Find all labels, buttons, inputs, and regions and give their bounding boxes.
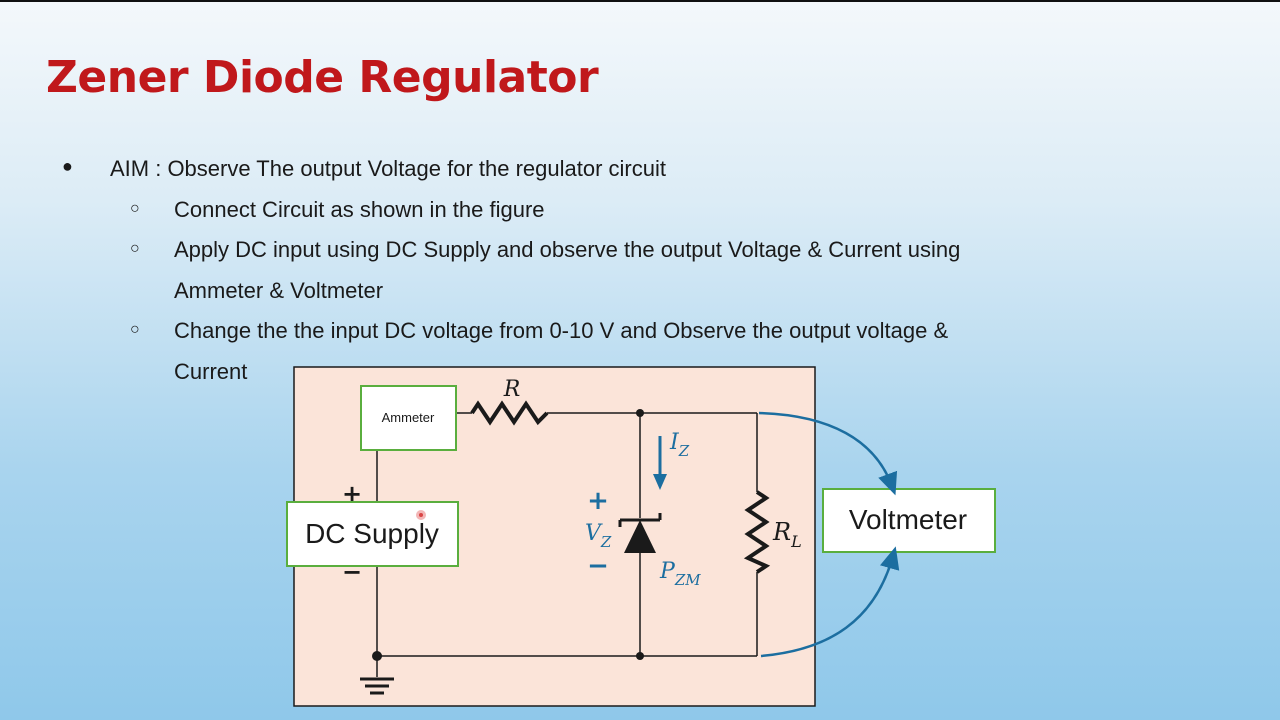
step-change-text: Change the the input DC voltage from 0-1… — [174, 318, 949, 343]
load-resistor-rl — [743, 490, 771, 574]
voltmeter-lead-bottom — [760, 546, 900, 658]
voltmeter-box — [822, 488, 996, 553]
load-resistor-label: RL — [772, 518, 802, 551]
ground-icon — [360, 677, 394, 695]
resistor-r-label: R — [503, 377, 521, 402]
step-apply-text: Apply DC input using DC Supply and obser… — [174, 237, 961, 262]
slide-title: Zener Diode Regulator — [46, 52, 599, 103]
step-connect-text: Connect Circuit as shown in the figure — [174, 197, 545, 222]
bullet-sub-icon: ○ — [130, 240, 140, 257]
current-iz-label: IZ — [669, 430, 690, 460]
junction-dot — [636, 409, 644, 417]
junction-dot — [372, 651, 382, 661]
voltmeter-label: Voltmeter — [849, 504, 967, 535]
current-arrowhead-icon — [653, 474, 667, 490]
ammeter-label: Ammeter — [382, 410, 435, 425]
dc-supply-label: DC Supply — [305, 518, 439, 549]
bullet-sub-icon: ○ — [130, 200, 140, 217]
step-change-text-cont: Current — [174, 359, 248, 384]
vz-plus-sign: + — [587, 486, 609, 516]
junction-dot — [636, 652, 644, 660]
pointer-dot-center-icon — [419, 513, 423, 517]
top-border — [0, 0, 1280, 2]
pzm-label: PZM — [659, 559, 701, 589]
supply-minus-sign: − — [342, 558, 362, 586]
bullet-sub-icon: ○ — [130, 321, 140, 338]
zener-diode-icon — [618, 513, 662, 553]
resistor-r — [470, 400, 549, 426]
ammeter-box — [360, 385, 457, 451]
aim-text: AIM : Observe The output Voltage for the… — [110, 156, 666, 181]
voltmeter-lead-top — [758, 411, 898, 496]
vz-minus-sign: − — [587, 551, 609, 581]
vz-label: VZ — [585, 521, 612, 551]
step-apply-text-cont: Ammeter & Voltmeter — [174, 278, 384, 303]
dc-supply-box — [286, 501, 459, 567]
bullet-main-icon: ● — [62, 156, 73, 176]
